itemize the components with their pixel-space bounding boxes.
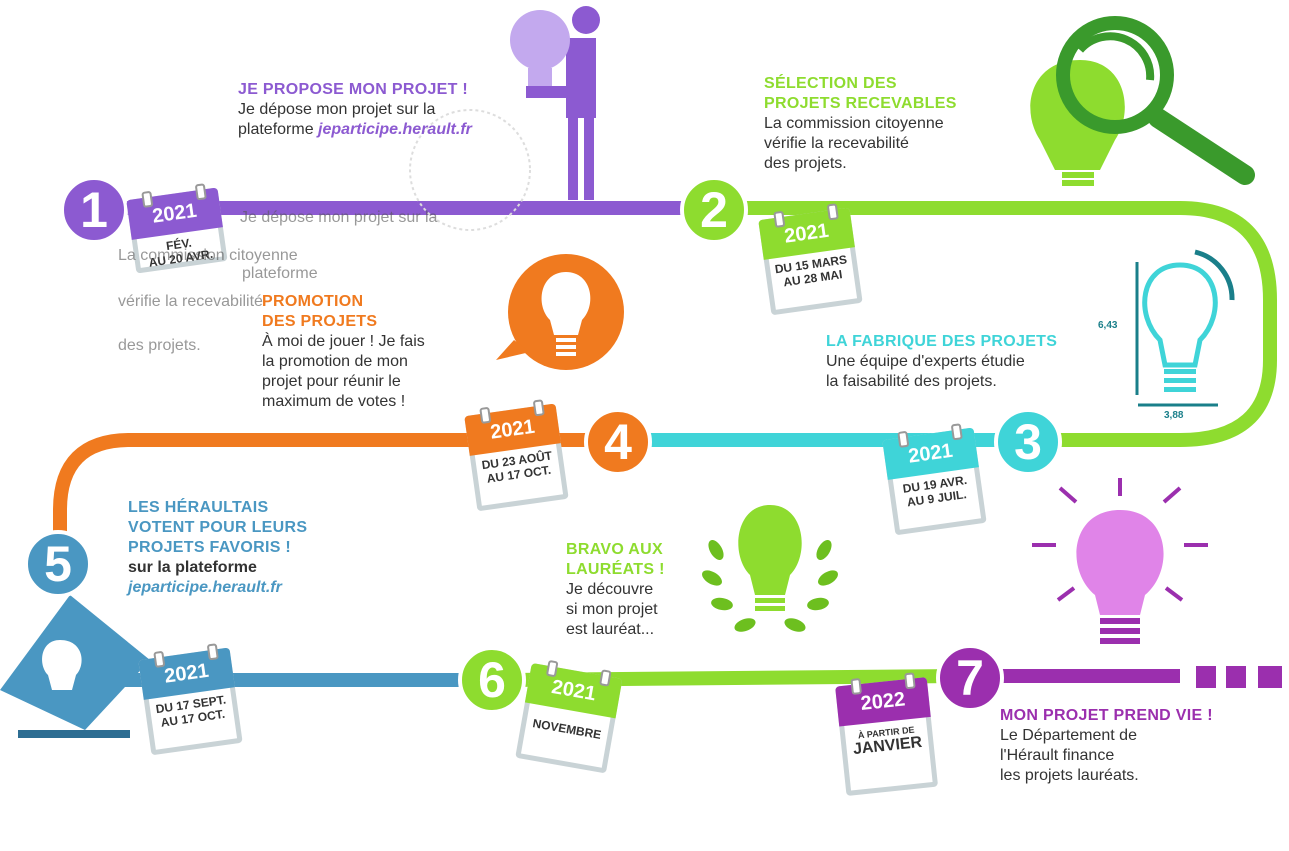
ballot-box-icon bbox=[0, 595, 150, 738]
step-2-desc-2: vérifie la recevabilité bbox=[764, 135, 909, 152]
speech-bulb-icon bbox=[496, 254, 624, 370]
step-4-desc-4: maximum de votes ! bbox=[262, 393, 406, 410]
step-4-title: PROMOTION bbox=[262, 293, 364, 310]
ghost-text-2: La commission citoyenne bbox=[118, 247, 298, 264]
step-3-desc: Une équipe d'experts étudie bbox=[826, 353, 1025, 370]
step-6-calendar: 2021 NOVEMBRE bbox=[513, 648, 625, 774]
ghost-text-5: des projets. bbox=[118, 337, 201, 354]
glowing-bulb-icon bbox=[1032, 478, 1208, 644]
width-dimension-label: 3,88 bbox=[1164, 410, 1184, 421]
step-1-desc-2: plateforme bbox=[238, 121, 314, 138]
step-5-calendar: 2021 DU 17 SEPT.AU 17 OCT. bbox=[130, 634, 243, 756]
step-6-number: 6 bbox=[458, 646, 526, 714]
step-5-link[interactable]: jeparticipe.herault.fr bbox=[128, 579, 282, 596]
step-6-text: BRAVO AUX LAURÉATS ! Je découvre si mon … bbox=[566, 540, 665, 640]
step-3-number: 3 bbox=[994, 408, 1062, 476]
step-2-text: SÉLECTION DES PROJETS RECEVABLES La comm… bbox=[764, 74, 957, 174]
step-7-title: MON PROJET PREND VIE ! bbox=[1000, 707, 1213, 724]
step-4-desc: À moi de jouer ! Je fais bbox=[262, 333, 425, 350]
step-2-title-2: PROJETS RECEVABLES bbox=[764, 95, 957, 112]
magnifier-bulb-icon bbox=[1030, 16, 1255, 186]
step-6-desc-2: si mon projet bbox=[566, 601, 658, 618]
step-4-title-2: DES PROJETS bbox=[262, 313, 378, 330]
step-4-desc-3: projet pour réunir le bbox=[262, 373, 401, 390]
step-1-desc: Je dépose mon projet sur la bbox=[238, 101, 436, 118]
step-3-title: LA FABRIQUE DES PROJETS bbox=[826, 333, 1058, 350]
ghost-text-1: Je dépose mon projet sur la bbox=[240, 209, 438, 226]
step-3-calendar: 2021 DU 19 AVR.AU 9 JUIL. bbox=[874, 414, 987, 536]
step-1-link[interactable]: jeparticipe.herault.fr bbox=[318, 121, 472, 138]
outline-bulb-icon bbox=[1135, 249, 1235, 407]
laurel-bulb-icon bbox=[702, 505, 838, 632]
step-5-title-3: PROJETS FAVORIS ! bbox=[128, 539, 292, 556]
step-4-text: PROMOTION DES PROJETS À moi de jouer ! J… bbox=[262, 292, 425, 412]
step-5-desc: sur la plateforme bbox=[128, 559, 257, 576]
step-3-text: LA FABRIQUE DES PROJETS Une équipe d'exp… bbox=[826, 332, 1057, 392]
step-1-text: JE PROPOSE MON PROJET ! Je dépose mon pr… bbox=[238, 80, 472, 140]
step-1-number: 1 bbox=[60, 176, 128, 244]
step-7-desc-3: les projets lauréats. bbox=[1000, 767, 1139, 784]
step-5-number: 5 bbox=[24, 530, 92, 598]
step-2-desc-3: des projets. bbox=[764, 155, 847, 172]
person-bulb-icon bbox=[510, 6, 600, 200]
step-2-title: SÉLECTION DES bbox=[764, 75, 897, 92]
ghost-text-4: vérifie la recevabilité bbox=[118, 293, 263, 310]
ghost-text-3: plateforme bbox=[242, 265, 318, 282]
step-5-title-2: VOTENT POUR LEURS bbox=[128, 519, 308, 536]
step-1-title: JE PROPOSE MON PROJET ! bbox=[238, 81, 469, 98]
step-2-number: 2 bbox=[680, 176, 748, 244]
step-7-desc-2: l'Hérault finance bbox=[1000, 747, 1115, 764]
step-6-title-2: LAURÉATS ! bbox=[566, 561, 665, 578]
step-6-desc: Je découvre bbox=[566, 581, 654, 598]
step-7-text: MON PROJET PREND VIE ! Le Département de… bbox=[1000, 706, 1213, 786]
step-3-desc-2: la faisabilité des projets. bbox=[826, 373, 997, 390]
step-2-desc: La commission citoyenne bbox=[764, 115, 944, 132]
step-5-title: LES HÉRAULTAIS bbox=[128, 499, 269, 516]
step-4-desc-2: la promotion de mon bbox=[262, 353, 408, 370]
height-dimension-label: 6,43 bbox=[1098, 320, 1118, 331]
step-5-text: LES HÉRAULTAIS VOTENT POUR LEURS PROJETS… bbox=[128, 498, 307, 598]
step-7-number: 7 bbox=[936, 644, 1004, 712]
step-6-title: BRAVO AUX bbox=[566, 541, 663, 558]
step-6-desc-3: est lauréat... bbox=[566, 621, 655, 638]
step-4-number: 4 bbox=[584, 408, 652, 476]
step-7-desc: Le Département de bbox=[1000, 727, 1137, 744]
